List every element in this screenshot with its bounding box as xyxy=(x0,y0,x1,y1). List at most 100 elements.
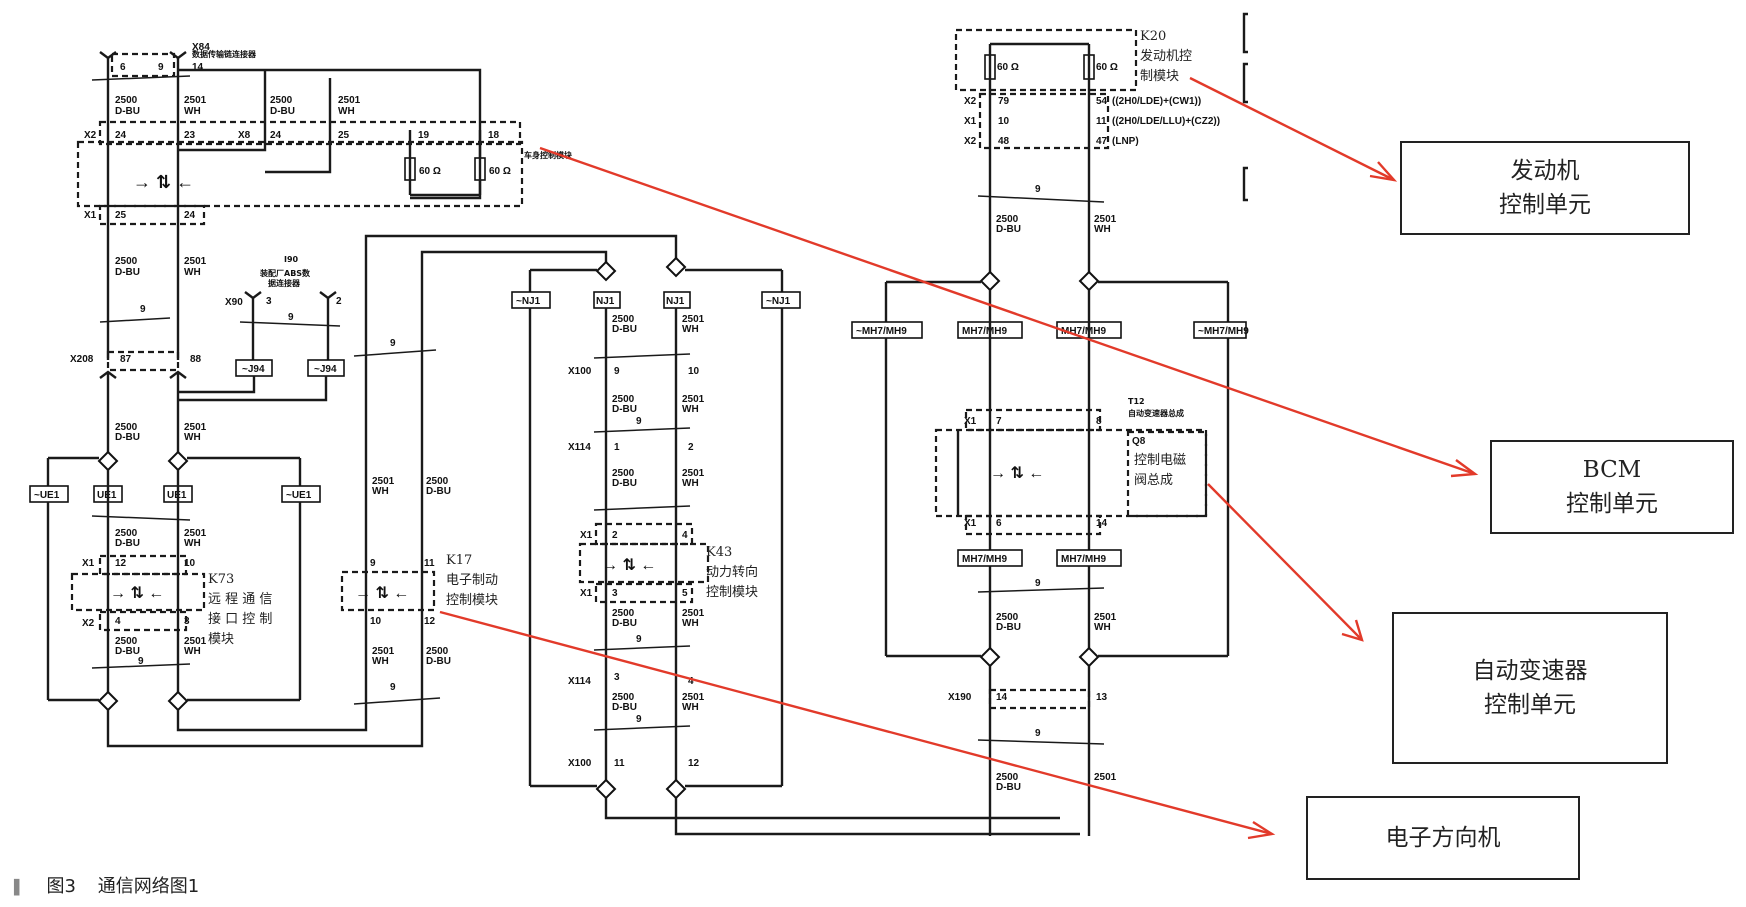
k17-brake-module: 9 2501 WH 2500 D-BU 9 11 → ⇅ ← 10 12 K17… xyxy=(340,338,498,705)
svg-text:X190: X190 xyxy=(948,692,972,703)
svg-text:14: 14 xyxy=(996,692,1008,703)
svg-text:9: 9 xyxy=(1035,728,1041,739)
svg-text:4: 4 xyxy=(688,676,694,687)
svg-text:D-BU: D-BU xyxy=(270,106,295,117)
svg-text:X1: X1 xyxy=(964,116,977,127)
svg-text:2500: 2500 xyxy=(115,528,138,539)
svg-text:2: 2 xyxy=(612,530,618,541)
svg-text:3: 3 xyxy=(614,672,620,683)
svg-text:接 口 控 制: 接 口 控 制 xyxy=(208,611,272,627)
svg-text:D-BU: D-BU xyxy=(612,324,637,335)
svg-text:~NJ1: ~NJ1 xyxy=(516,296,541,307)
svg-text:D-BU: D-BU xyxy=(612,404,637,415)
bcm-box-line2: 控制单元 xyxy=(1566,491,1658,517)
svg-text:X208: X208 xyxy=(70,354,94,365)
svg-text:X1: X1 xyxy=(964,518,977,529)
transmission-control-unit-box: 自动变速器 控制单元 xyxy=(1392,612,1668,764)
svg-text:2501: 2501 xyxy=(682,468,705,479)
svg-text:7: 7 xyxy=(996,416,1002,427)
svg-text:远 程 通 信: 远 程 通 信 xyxy=(208,592,272,607)
body-control-module: X2 24 23 X8 24 25 19 18 车身控制模块 60 Ω 60 Ω… xyxy=(76,120,573,226)
svg-text:电子制动: 电子制动 xyxy=(446,573,498,588)
caption-marker: ▌ xyxy=(14,880,25,896)
svg-text:WH: WH xyxy=(372,656,389,667)
svg-text:79: 79 xyxy=(998,96,1010,107)
svg-text:11: 11 xyxy=(1096,116,1107,127)
svg-text:25: 25 xyxy=(338,130,350,141)
svg-text:→ ⇅ ←: → ⇅ ← xyxy=(990,465,1044,482)
svg-text:54: 54 xyxy=(1096,96,1108,107)
svg-text:9: 9 xyxy=(138,656,144,667)
svg-text:60 Ω: 60 Ω xyxy=(997,62,1019,73)
svg-text:24: 24 xyxy=(270,130,282,141)
svg-text:D-BU: D-BU xyxy=(426,656,451,667)
svg-text:14: 14 xyxy=(192,62,204,73)
svg-text:11: 11 xyxy=(424,558,435,569)
svg-text:1: 1 xyxy=(614,442,620,453)
k73-telematics-module: X1 12 10 → ⇅ ← X2 4 3 K73 远 程 通 信 接 口 控 … xyxy=(70,554,272,647)
svg-text:24: 24 xyxy=(184,210,196,221)
svg-text:6: 6 xyxy=(120,62,126,73)
caption-figure-number: 图3 xyxy=(46,876,76,897)
svg-text:2500: 2500 xyxy=(996,612,1019,623)
svg-text:控制电磁: 控制电磁 xyxy=(1134,453,1186,468)
svg-text:X2: X2 xyxy=(964,96,977,107)
svg-text:MH7/MH9: MH7/MH9 xyxy=(962,554,1007,565)
svg-text:9: 9 xyxy=(390,338,396,349)
svg-text:3: 3 xyxy=(266,296,272,307)
svg-text:WH: WH xyxy=(184,106,201,117)
k43-steering-module: X1 2 4 → ⇅ ← X1 3 5 K43 动力转向 控制模块 xyxy=(578,522,758,604)
svg-text:NJ1: NJ1 xyxy=(666,296,685,307)
svg-text:→ ⇅ ←: → ⇅ ← xyxy=(602,557,656,574)
svg-text:发动机控: 发动机控 xyxy=(1140,48,1192,64)
svg-text:Q8: Q8 xyxy=(1132,436,1146,447)
bcm-control-unit-box: BCM 控制单元 xyxy=(1490,440,1734,534)
svg-text:14: 14 xyxy=(1096,518,1108,529)
svg-text:9: 9 xyxy=(288,312,294,323)
svg-text:2500: 2500 xyxy=(612,394,635,405)
svg-text:60 Ω: 60 Ω xyxy=(489,166,511,177)
svg-text:D-BU: D-BU xyxy=(612,618,637,629)
svg-text:9: 9 xyxy=(1035,184,1041,195)
svg-text:→ ⇅ ←: → ⇅ ← xyxy=(110,585,164,602)
svg-text:11: 11 xyxy=(614,758,625,769)
svg-text:D-BU: D-BU xyxy=(115,538,140,549)
svg-text:D-BU: D-BU xyxy=(115,432,140,443)
svg-text:MH7/MH9: MH7/MH9 xyxy=(1061,326,1106,337)
k20-engine-module: 60 Ω 60 Ω K20 发动机控 制模块 X2 79 54 ((2H0/LD… xyxy=(954,28,1220,280)
svg-text:10: 10 xyxy=(688,366,700,377)
svg-text:10: 10 xyxy=(184,558,196,569)
svg-text:2501: 2501 xyxy=(682,314,705,325)
red-pointer-arrows xyxy=(439,76,1479,840)
svg-text:~J94: ~J94 xyxy=(314,364,337,375)
svg-text:阀总成: 阀总成 xyxy=(1134,473,1173,488)
svg-text:X114: X114 xyxy=(568,442,591,453)
svg-text:WH: WH xyxy=(682,404,699,415)
svg-text:2500: 2500 xyxy=(115,256,138,267)
svg-text:自动变速器总成: 自动变速器总成 xyxy=(1128,408,1184,418)
svg-text:NJ1: NJ1 xyxy=(596,296,615,307)
svg-text:动力转向: 动力转向 xyxy=(706,564,758,580)
svg-text:12: 12 xyxy=(688,758,700,769)
svg-text:~MH7/MH9: ~MH7/MH9 xyxy=(856,326,907,337)
svg-text:~UE1: ~UE1 xyxy=(34,490,60,501)
svg-text:D-BU: D-BU xyxy=(115,267,140,278)
svg-text:K43: K43 xyxy=(706,545,732,560)
steering-box-line1: 电子方向机 xyxy=(1385,825,1501,851)
t12-transmission-module: T12 自动变速器总成 X1 7 8 Q8 控制电磁 阀总成 → ⇅ ← X1 … xyxy=(934,397,1208,536)
svg-text:87: 87 xyxy=(120,354,132,365)
svg-text:9: 9 xyxy=(140,304,146,315)
svg-text:X2: X2 xyxy=(964,136,977,147)
svg-text:WH: WH xyxy=(184,267,201,278)
bcm-box-line1: BCM xyxy=(1582,457,1642,483)
svg-text:数据传输链连接器: 数据传输链连接器 xyxy=(192,49,257,59)
svg-text:2501: 2501 xyxy=(338,95,361,106)
svg-text:9: 9 xyxy=(636,416,642,427)
svg-text:K73: K73 xyxy=(208,572,234,587)
svg-text:2501: 2501 xyxy=(682,608,705,619)
svg-text:9: 9 xyxy=(370,558,376,569)
svg-text:WH: WH xyxy=(372,486,389,497)
svg-text:WH: WH xyxy=(682,478,699,489)
svg-text:10: 10 xyxy=(370,616,382,627)
